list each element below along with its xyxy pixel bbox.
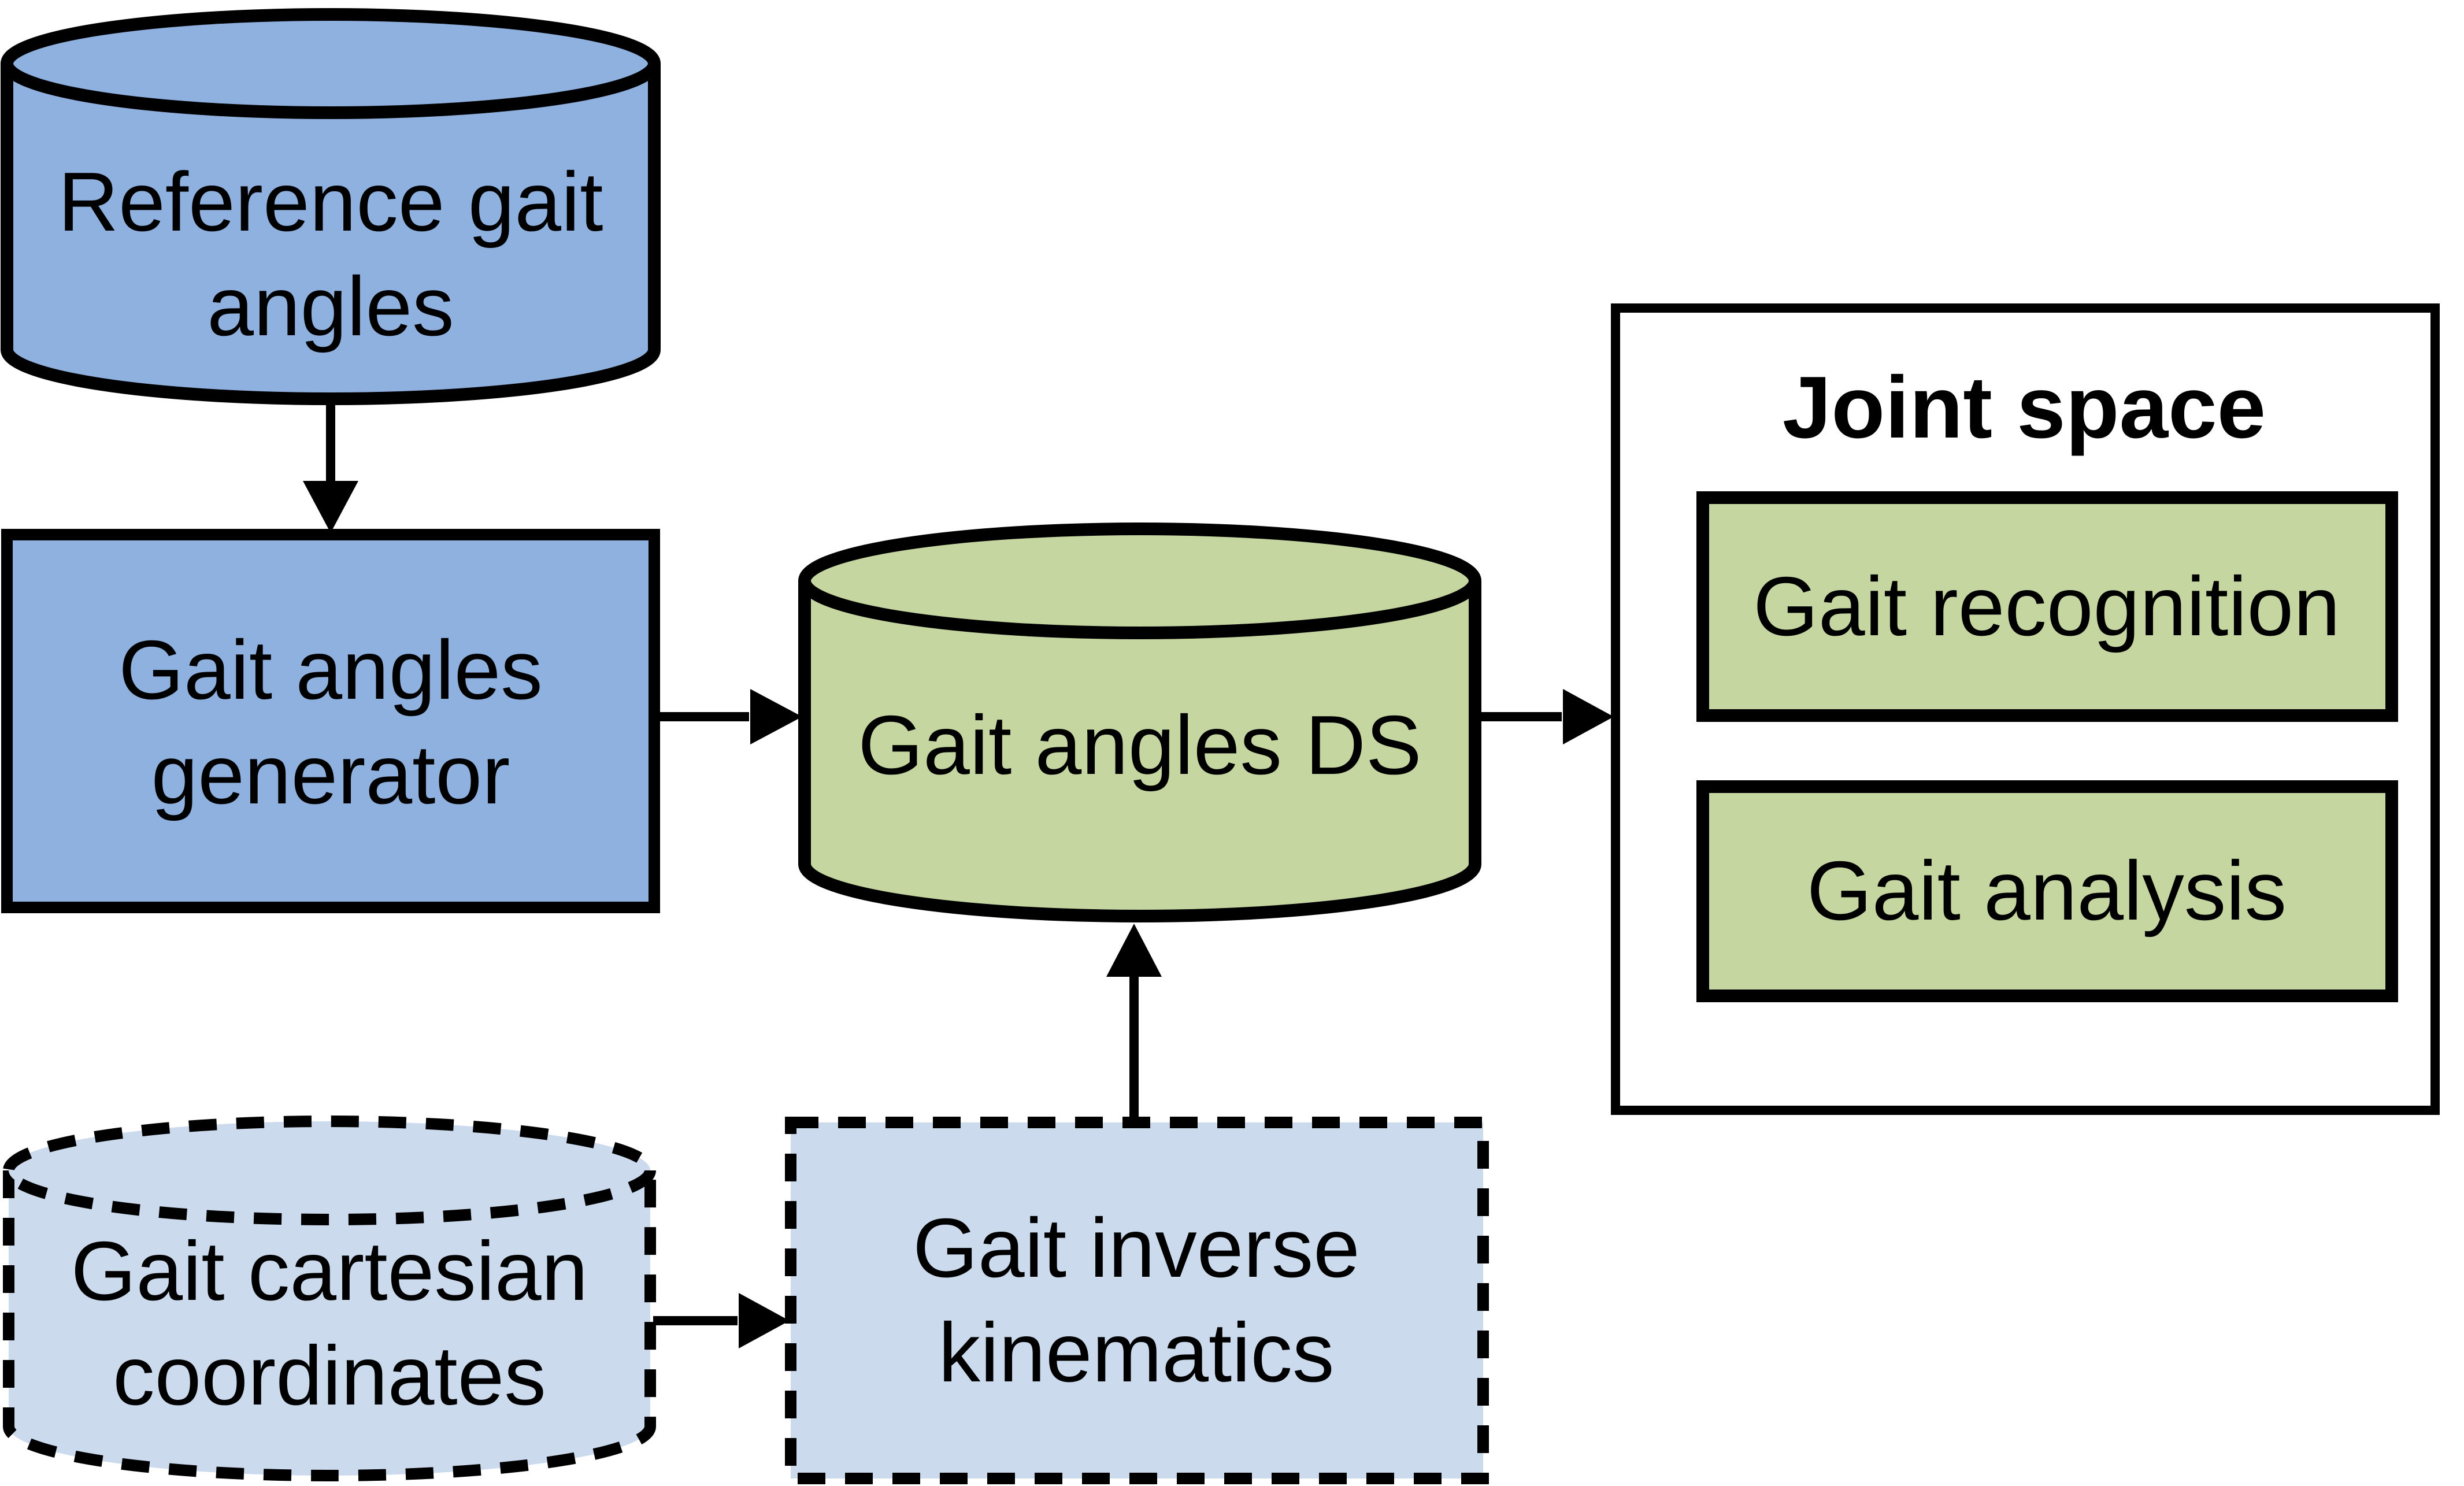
gait-cartesian-coordinates-label: Gait cartesian coordinates <box>71 1224 588 1422</box>
reference-gait-angles-cylinder <box>1 8 661 405</box>
reference-gait-angles-label: Reference gait angles <box>58 154 603 353</box>
arrow-cartesian-to-inverse-kinematics <box>653 1293 790 1348</box>
gait-cartesian-coordinates-cylinder <box>3 1116 656 1481</box>
gait-recognition-label: Gait recognition <box>1753 559 2340 653</box>
arrow-reference-to-generator <box>303 400 358 533</box>
gait-inverse-kinematics-box <box>785 1117 1489 1484</box>
arrow-inverse-kinematics-to-ds <box>1106 924 1162 1118</box>
gait-angles-ds-label: Gait angles DS <box>858 698 1422 792</box>
joint-space-title: Joint space <box>1782 358 2266 457</box>
gait-angles-ds-cylinder <box>798 522 1481 922</box>
gait-inverse-kinematics-label: Gait inverse kinematics <box>913 1200 1360 1399</box>
gait-analysis-box <box>1696 780 2398 1002</box>
gait-recognition-box <box>1696 491 2398 722</box>
arrow-generator-to-ds <box>659 689 802 744</box>
gait-angles-generator-label: Gait angles generator <box>118 622 543 821</box>
gait-angles-generator-box <box>1 529 660 913</box>
arrow-ds-to-joint-space <box>1477 689 1614 744</box>
gait-analysis-label: Gait analysis <box>1806 844 2287 938</box>
